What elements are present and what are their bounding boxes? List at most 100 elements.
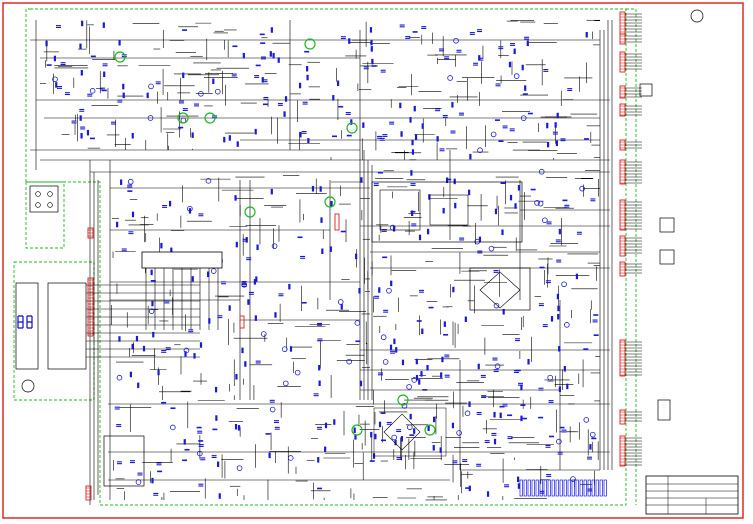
label-mark	[507, 414, 513, 417]
resistor-symbol	[468, 401, 471, 407]
ic-block-cluster-upper	[371, 181, 523, 243]
resistor-symbol	[520, 415, 523, 422]
resistor-symbol	[558, 346, 561, 352]
resistor-symbol	[215, 415, 218, 421]
resistor-symbol	[228, 305, 231, 311]
title-block	[645, 475, 739, 515]
resistor-symbol	[378, 421, 382, 428]
resistor-symbol	[378, 287, 381, 293]
transistor-symbol	[236, 465, 243, 471]
resistor-symbol	[269, 51, 272, 57]
label-mark	[127, 190, 133, 192]
resistor-symbol	[272, 52, 275, 59]
resistor-symbol	[421, 123, 424, 129]
resistor-symbol	[432, 445, 435, 451]
pin-header-pin	[523, 479, 527, 497]
transistor-symbol	[493, 302, 500, 309]
resistor-symbol	[102, 22, 105, 28]
label-mark	[182, 29, 188, 31]
label-mark	[90, 55, 96, 58]
resistor-symbol	[160, 242, 163, 249]
resistor-symbol	[284, 96, 288, 102]
transistor-symbol	[287, 455, 294, 461]
external-component	[639, 83, 653, 97]
resistor-symbol	[441, 356, 444, 363]
resistor-symbol	[324, 446, 327, 453]
resistor-symbol	[413, 105, 416, 112]
label-mark	[89, 137, 95, 140]
label-mark	[101, 89, 107, 92]
resistor-symbol	[585, 32, 588, 38]
resistor-symbol	[118, 40, 121, 46]
resistor-symbol	[255, 276, 258, 282]
resistor-symbol	[340, 304, 343, 310]
resistor-symbol	[517, 185, 521, 191]
resistor-symbol	[353, 427, 356, 433]
resistor-symbol	[53, 55, 57, 62]
label-mark	[498, 140, 504, 142]
label-mark	[259, 33, 265, 36]
resistor-symbol	[526, 40, 529, 47]
pin-header-pin	[575, 479, 579, 497]
external-component	[659, 249, 675, 265]
label-mark	[538, 416, 544, 419]
label-mark	[262, 103, 268, 106]
edge-connector	[619, 159, 626, 185]
resistor-symbol	[411, 149, 415, 155]
label-mark	[465, 487, 471, 489]
resistor-symbol	[394, 439, 397, 446]
transistor-symbol	[135, 479, 142, 485]
edge-connector	[85, 485, 92, 501]
highlight-transistor-icon	[351, 424, 363, 436]
transistor-symbol	[570, 476, 576, 482]
resistor-symbol	[452, 286, 455, 293]
resistor-symbol	[374, 433, 377, 440]
label-mark	[196, 426, 202, 429]
resistor-symbol	[306, 74, 309, 81]
resistor-symbol	[451, 422, 455, 429]
highlight-transistor-icon	[304, 38, 316, 50]
highlight-transistor-icon	[397, 394, 409, 406]
edge-connector	[619, 409, 626, 425]
label-mark	[382, 256, 388, 259]
resistor-symbol	[558, 228, 561, 235]
resistor-symbol	[400, 436, 404, 442]
resistor-symbol	[389, 344, 393, 351]
resistor-symbol	[146, 92, 149, 99]
edge-connector	[619, 103, 626, 117]
external-component	[659, 217, 675, 233]
resistor-symbol	[234, 195, 237, 201]
resistor-symbol	[440, 372, 443, 378]
highlight-transistor-icon	[346, 122, 358, 134]
transistor-symbol	[464, 410, 471, 417]
transistor-symbol	[447, 75, 453, 81]
resistor-symbol	[411, 210, 414, 217]
resistor-symbol	[589, 444, 592, 450]
resistor-symbol	[321, 248, 324, 255]
resistor-symbol	[514, 203, 517, 209]
transistor-symbol	[406, 384, 412, 390]
label-mark	[559, 426, 565, 429]
resistor-symbol	[270, 27, 273, 33]
pin-header-pin	[579, 479, 583, 497]
resistor-symbol	[45, 40, 48, 47]
transistor-symbol	[456, 430, 462, 436]
label-mark	[338, 105, 344, 108]
resistor-symbol	[131, 343, 134, 350]
resistor-symbol	[468, 485, 471, 492]
label-mark	[428, 306, 434, 309]
resistor-symbol	[354, 434, 357, 440]
connector-board-boundary	[25, 181, 65, 249]
resistor-symbol	[184, 351, 187, 357]
resistor-symbol	[527, 359, 530, 365]
label-mark	[161, 401, 167, 404]
resistor-symbol	[454, 202, 457, 209]
resistor-symbol	[502, 309, 505, 315]
transistor-symbol	[89, 88, 96, 94]
edge-connector	[619, 199, 626, 231]
resistor-symbol	[193, 353, 196, 359]
resistor-symbol	[218, 493, 221, 499]
resistor-symbol	[170, 247, 173, 254]
transistor-symbol	[214, 88, 221, 95]
pin-header-pin	[587, 479, 591, 497]
